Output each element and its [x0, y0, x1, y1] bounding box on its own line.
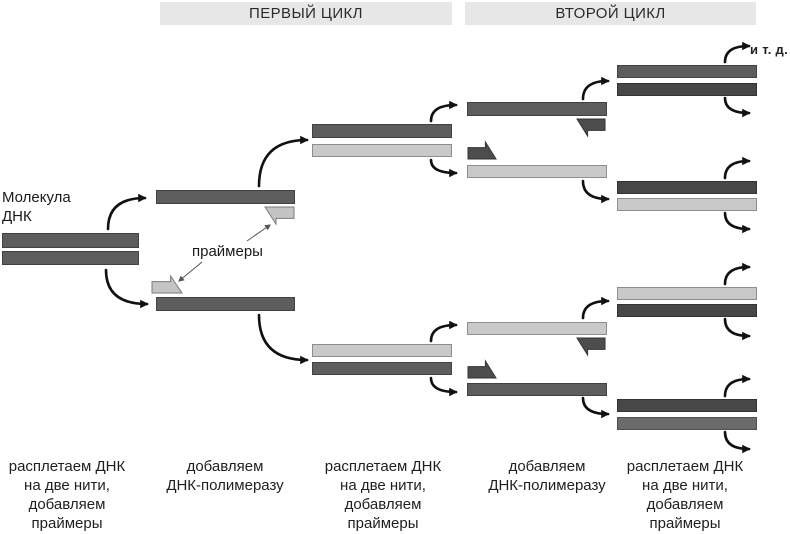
curved-arrow-icon	[104, 268, 149, 309]
step-caption-line: расплетаем ДНК	[626, 458, 744, 475]
curved-arrow-icon	[257, 313, 309, 365]
curved-arrow-icon	[257, 135, 309, 188]
curved-arrow-icon	[429, 376, 458, 397]
primer-light-left-icon	[264, 206, 295, 226]
step-caption-line: добавляем	[508, 458, 586, 475]
curved-arrow-icon	[429, 158, 458, 178]
product2-strand-a	[617, 181, 757, 194]
primer-dark-left-icon	[576, 337, 606, 357]
molecule-label-line2: ДНК	[2, 208, 32, 225]
cycle2-bottom-light-strand	[467, 322, 607, 335]
step-caption-line: на две нити,	[24, 477, 110, 494]
separated-strand-top	[156, 190, 295, 204]
step-caption-line: добавляем	[344, 496, 422, 513]
curved-arrow-icon	[581, 296, 610, 320]
primer-light-right-icon	[151, 274, 183, 294]
step-caption-line: добавляем	[186, 458, 264, 475]
product3-strand-b	[617, 304, 757, 317]
step-caption-line: добавляем	[28, 496, 106, 513]
primer-dark-right-icon	[467, 140, 497, 160]
product3-strand-a	[617, 287, 757, 300]
curved-arrow-icon	[723, 41, 751, 64]
molecule-dna-label: Молекула ДНК	[2, 188, 71, 226]
cycle2-top-dark-strand	[467, 102, 607, 116]
cycle2-top-light-strand	[467, 165, 607, 178]
step-caption-line: ДНК-полимеразу	[488, 477, 606, 494]
curved-arrow-icon	[581, 179, 610, 204]
dna-molecule-strand-bottom	[2, 251, 139, 265]
step-caption-line: добавляем	[646, 496, 724, 513]
cycle1-top-template-strand	[312, 124, 452, 138]
curved-arrow-icon	[429, 320, 458, 343]
step-caption-3: расплетаем ДНК на две нити, добавляем прайм…	[325, 457, 442, 533]
curved-arrow-icon	[429, 100, 458, 123]
header-second-cycle: ВТОРОЙ ЦИКЛ	[465, 2, 756, 25]
etc-label: и т. д.	[750, 42, 789, 57]
cycle2-bottom-dark-strand	[467, 383, 607, 396]
separated-strand-bottom	[156, 297, 295, 311]
dna-molecule-strand-top	[2, 233, 139, 248]
pointer-line-icon	[246, 224, 271, 242]
primers-label: праймеры	[192, 243, 263, 260]
curved-arrow-icon	[723, 317, 751, 341]
cycle1-bottom-template-strand	[312, 362, 452, 375]
cycle1-bottom-new-strand	[312, 344, 452, 357]
curved-arrow-icon	[723, 374, 751, 398]
step-caption-line: праймеры	[649, 515, 721, 532]
step-caption-line: расплетаем ДНК	[8, 458, 126, 475]
step-caption-line: на две нити,	[340, 477, 426, 494]
curved-arrow-icon	[581, 396, 610, 419]
product4-strand-b	[617, 417, 757, 430]
molecule-label-line1: Молекула	[2, 189, 71, 206]
curved-arrow-icon	[723, 262, 751, 286]
header-first-cycle: ПЕРВЫЙ ЦИКЛ	[160, 2, 452, 25]
curved-arrow-icon	[723, 96, 751, 118]
cycle1-top-new-strand	[312, 144, 452, 157]
curved-arrow-icon	[106, 193, 147, 231]
product1-strand-b	[617, 83, 757, 96]
product2-strand-b	[617, 198, 757, 211]
step-caption-5: расплетаем ДНК на две нити, добавляем прайм…	[627, 457, 744, 533]
step-caption-line: праймеры	[347, 515, 419, 532]
primer-dark-right-icon	[467, 359, 497, 379]
step-caption-1: расплетаем ДНК на две нити, добавляем прайм…	[9, 457, 126, 533]
curved-arrow-icon	[723, 430, 751, 454]
step-caption-line: праймеры	[31, 515, 103, 532]
step-caption-line: на две нити,	[642, 477, 728, 494]
curved-arrow-icon	[723, 211, 751, 234]
curved-arrow-icon	[723, 156, 751, 180]
product4-strand-a	[617, 399, 757, 412]
step-caption-line: расплетаем ДНК	[324, 458, 442, 475]
step-caption-line: ДНК-полимеразу	[166, 477, 284, 494]
curved-arrow-icon	[581, 76, 610, 101]
product1-strand-a	[617, 65, 757, 78]
pointer-line-icon	[178, 261, 203, 282]
primer-dark-left-icon	[576, 118, 606, 138]
